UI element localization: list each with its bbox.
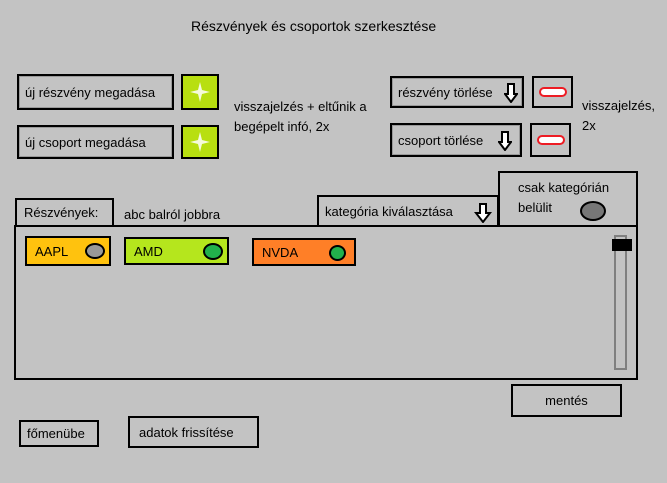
stocks-label-box: Részvények: xyxy=(15,198,114,227)
stock-name: NVDA xyxy=(262,244,299,260)
arrow-down-icon xyxy=(504,83,518,103)
remove-stock-button[interactable] xyxy=(532,76,573,108)
arrow-down-icon xyxy=(498,131,512,151)
scrollbar-track[interactable] xyxy=(614,235,627,370)
new-group-button[interactable]: új csoport megadása xyxy=(17,125,174,159)
plus-icon xyxy=(190,132,210,152)
stock-status-dot xyxy=(203,243,223,260)
plus-icon xyxy=(190,82,210,102)
stock-name: AAPL xyxy=(35,243,69,259)
add-feedback-note: visszajelzés + eltűnik a begépelt infó, … xyxy=(234,99,367,134)
minus-icon xyxy=(538,87,567,97)
sort-note: abc balról jobbra xyxy=(124,207,221,222)
new-group-label: új csoport megadása xyxy=(25,134,146,150)
stock-item-amd[interactable]: AMD xyxy=(124,237,229,265)
stock-item-aapl[interactable]: AAPL xyxy=(25,236,111,266)
refresh-data-button[interactable]: adatok frissítése xyxy=(128,416,259,448)
save-button[interactable]: mentés xyxy=(511,384,622,417)
scrollbar-thumb[interactable] xyxy=(612,239,632,251)
category-filter-toggle[interactable] xyxy=(580,201,606,221)
delete-feedback-note: visszajelzés, 2x xyxy=(582,98,655,133)
delete-group-button[interactable]: csoport törlése xyxy=(390,123,522,157)
page-title: Részvények és csoportok szerkesztése xyxy=(191,18,437,34)
category-filter-box: csak kategórián belülit xyxy=(498,171,638,227)
delete-stock-label: részvény törlése xyxy=(398,84,493,100)
save-label: mentés xyxy=(545,393,588,408)
category-select-label: kategória kiválasztása xyxy=(325,203,453,219)
main-menu-button[interactable]: főmenübe xyxy=(19,420,99,447)
remove-group-button[interactable] xyxy=(530,123,571,157)
stock-item-nvda[interactable]: NVDA xyxy=(252,238,356,266)
arrow-down-icon xyxy=(474,203,492,223)
minus-icon xyxy=(536,135,565,145)
refresh-data-label: adatok frissítése xyxy=(139,424,234,440)
new-stock-button[interactable]: új részvény megadása xyxy=(17,74,174,110)
delete-group-label: csoport törlése xyxy=(398,132,484,148)
new-stock-label: új részvény megadása xyxy=(25,84,156,100)
stock-name: AMD xyxy=(134,243,163,259)
stock-status-dot xyxy=(85,243,105,259)
add-group-button[interactable] xyxy=(181,125,219,159)
add-stock-button[interactable] xyxy=(181,74,219,110)
main-menu-label: főmenübe xyxy=(27,426,85,441)
stock-status-dot xyxy=(329,245,346,261)
stocks-label: Részvények: xyxy=(24,205,99,220)
category-select[interactable]: kategória kiválasztása xyxy=(317,195,499,227)
delete-stock-button[interactable]: részvény törlése xyxy=(390,76,524,108)
category-filter-label: csak kategórián belülit xyxy=(518,180,610,215)
